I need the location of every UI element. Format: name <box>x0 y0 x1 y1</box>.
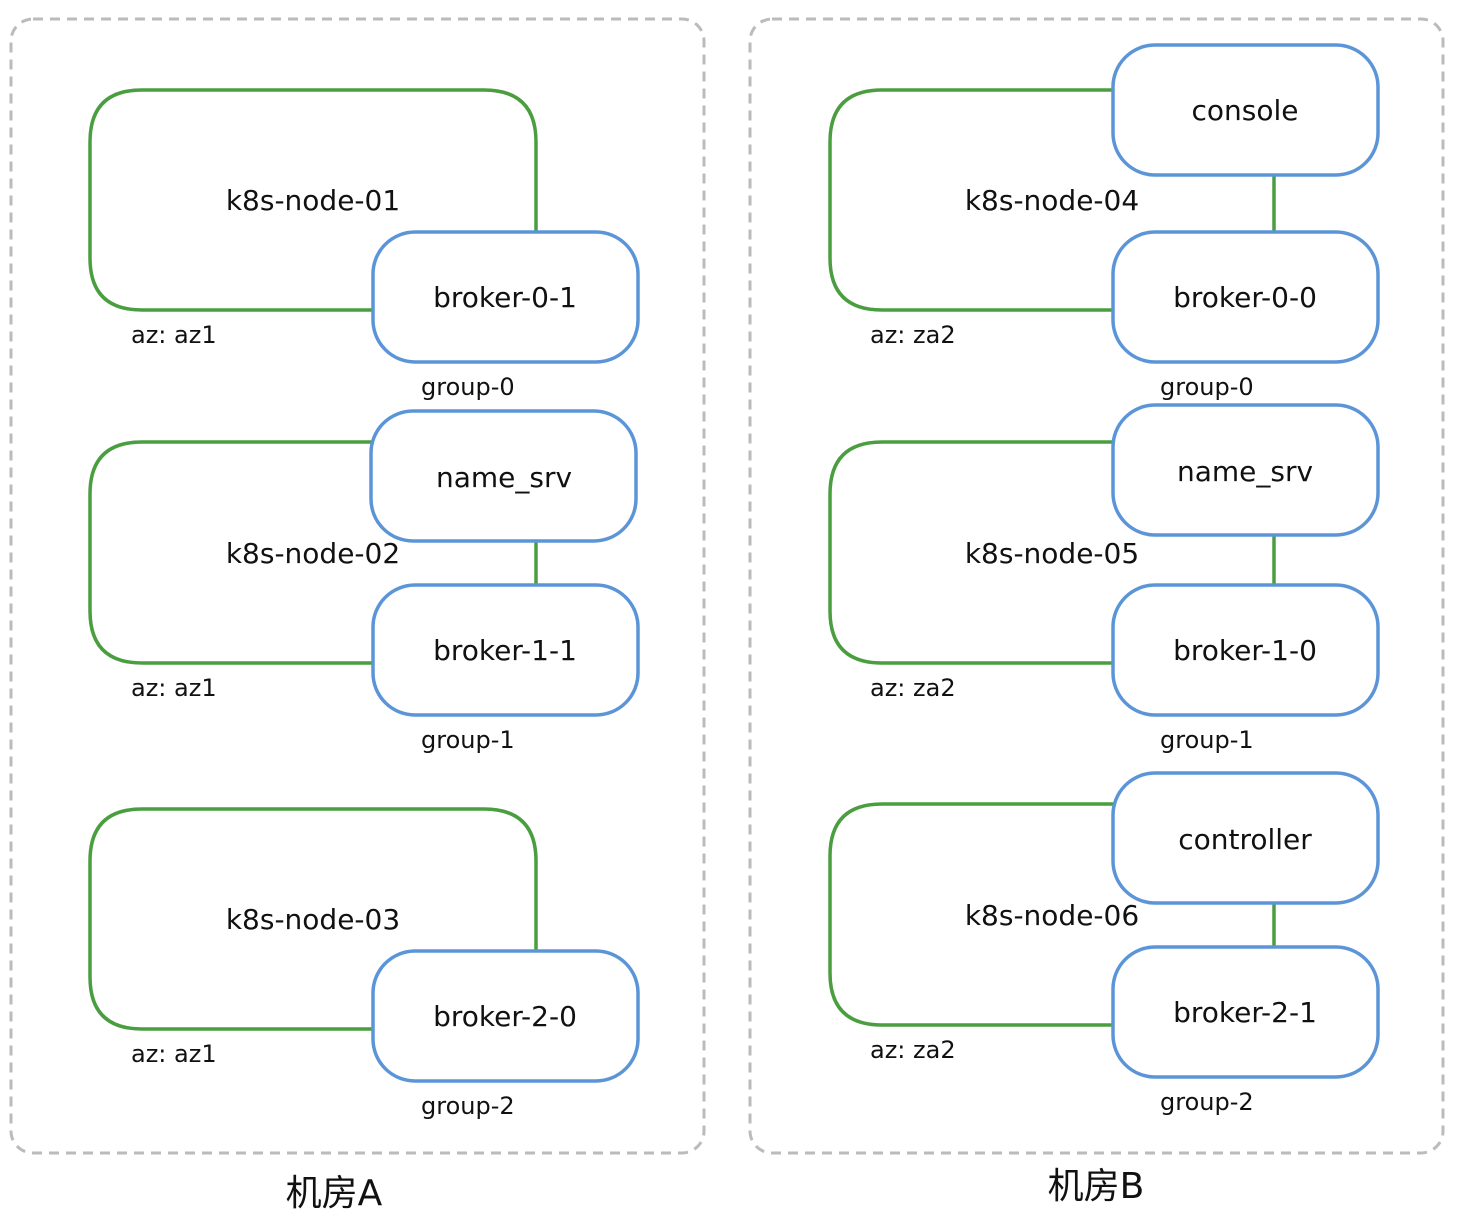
broker-2-1-label: broker-2-1 <box>1173 996 1317 1029</box>
group-label: group-2 <box>421 1092 515 1120</box>
az-label: az: az1 <box>131 321 217 349</box>
room-b-label: 机房B <box>1048 1166 1145 1207</box>
k8s-node-03-group: k8s-node-03 az: az1 broker-2-0 group-2 <box>88 807 640 1120</box>
az-label: az: za2 <box>870 1036 956 1064</box>
controller-label: controller <box>1178 823 1312 856</box>
room-b-border <box>748 17 1445 1155</box>
name-srv-label: name_srv <box>436 461 572 494</box>
broker-0-1-label: broker-0-1 <box>433 281 577 314</box>
broker-0-0-box <box>1111 230 1380 364</box>
broker-1-1-label: broker-1-1 <box>433 634 577 667</box>
broker-1-1-box <box>371 583 640 717</box>
k8s-node-04-box <box>828 88 1114 312</box>
group-label: group-1 <box>1160 726 1254 754</box>
room-a-border <box>9 17 706 1155</box>
az-label: az: az1 <box>131 1040 217 1068</box>
group-label: group-2 <box>1160 1088 1254 1116</box>
k8s-node-06-group: k8s-node-06 az: za2 controller broker-2-… <box>828 771 1380 1116</box>
room-a-label: 机房A <box>286 1173 383 1214</box>
broker-0-1-box <box>371 230 640 364</box>
k8s-node-02-group: k8s-node-02 az: az1 name_srv broker-1-1 … <box>88 409 640 754</box>
k8s-node-05-label: k8s-node-05 <box>965 537 1139 570</box>
console-label: console <box>1192 94 1299 127</box>
broker-1-0-label: broker-1-0 <box>1173 634 1317 667</box>
broker-2-0-box <box>371 949 640 1083</box>
az-label: az: az1 <box>131 674 217 702</box>
k8s-node-01-label: k8s-node-01 <box>226 184 400 217</box>
group-label: group-1 <box>421 726 515 754</box>
controller-box <box>1111 771 1380 905</box>
broker-0-0-label: broker-0-0 <box>1173 281 1317 314</box>
k8s-node-02-box <box>88 440 375 665</box>
k8s-node-05-group: k8s-node-05 az: za2 name_srv broker-1-0 … <box>828 403 1380 754</box>
room-b: 机房B k8s-node-04 az: za2 console broker-0… <box>748 17 1445 1207</box>
k8s-node-06-box <box>828 802 1114 1027</box>
group-label: group-0 <box>421 373 515 401</box>
k8s-node-05-box <box>828 440 1114 665</box>
broker-1-0-box <box>1111 583 1380 717</box>
room-a: 机房A k8s-node-01 az: az1 broker-0-1 group… <box>9 17 706 1214</box>
k8s-node-01-group: k8s-node-01 az: az1 broker-0-1 group-0 <box>88 88 640 401</box>
k8s-node-06-label: k8s-node-06 <box>965 899 1139 932</box>
k8s-node-04-label: k8s-node-04 <box>965 184 1139 217</box>
name-srv-box <box>1111 403 1380 537</box>
az-label: az: za2 <box>870 321 956 349</box>
broker-2-1-box <box>1111 945 1380 1079</box>
name-srv-label: name_srv <box>1177 455 1313 488</box>
k8s-node-04-group: k8s-node-04 az: za2 console broker-0-0 g… <box>828 43 1380 401</box>
broker-2-0-label: broker-2-0 <box>433 1000 577 1033</box>
console-box <box>1111 43 1380 177</box>
k8s-node-02-label: k8s-node-02 <box>226 537 400 570</box>
name-srv-box <box>369 409 638 543</box>
k8s-node-03-label: k8s-node-03 <box>226 903 400 936</box>
group-label: group-0 <box>1160 373 1254 401</box>
az-label: az: za2 <box>870 674 956 702</box>
